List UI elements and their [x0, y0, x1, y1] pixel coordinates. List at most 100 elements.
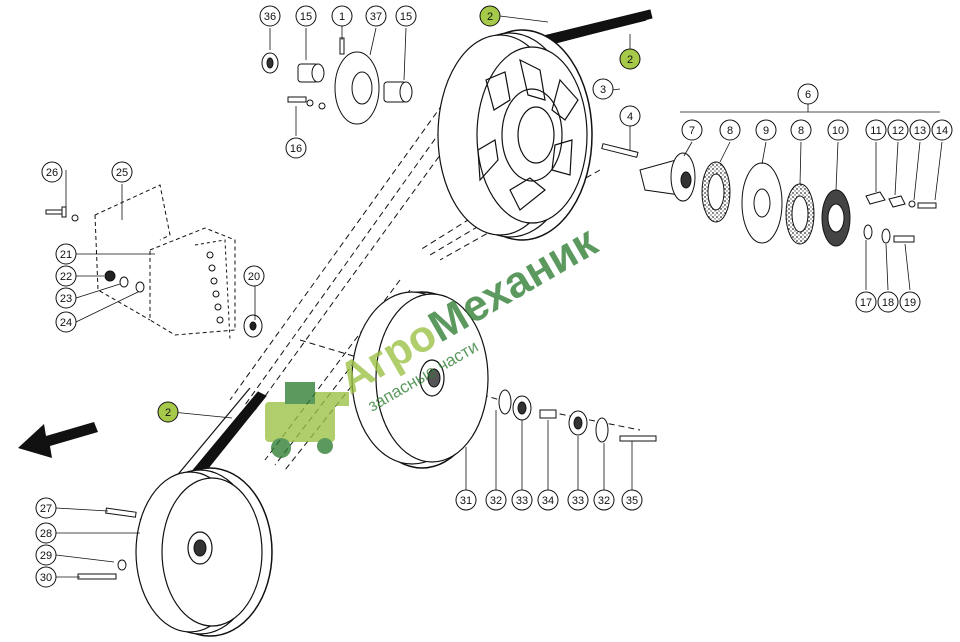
callout-label: 2 [627, 54, 633, 66]
callout-label: 6 [805, 89, 811, 101]
callout-36: 36 [259, 5, 281, 27]
callout-circle [479, 5, 501, 27]
left-hardware [45, 206, 263, 338]
callout-18: 18 [877, 291, 899, 313]
callout-circle [899, 291, 921, 313]
callout-2: 2 [619, 48, 641, 70]
callout-circle [537, 489, 559, 511]
callout-35: 35 [621, 489, 643, 511]
callout-circle [55, 265, 77, 287]
callout-circle [681, 119, 703, 141]
callout-circle [593, 489, 615, 511]
callout-37: 37 [365, 5, 387, 27]
callout-circle [243, 265, 265, 287]
callout-34: 34 [537, 489, 559, 511]
top-hub-parts [261, 37, 413, 125]
callout-label: 27 [40, 503, 52, 515]
callout-21: 21 [55, 243, 77, 265]
callout-circle [111, 161, 133, 183]
callout-23: 23 [55, 287, 77, 309]
callout-circle [55, 311, 77, 333]
callout-17: 17 [855, 291, 877, 313]
callout-8: 8 [719, 119, 741, 141]
callout-7: 7 [681, 119, 703, 141]
callout-2: 2 [157, 401, 179, 423]
callout-32: 32 [485, 489, 507, 511]
callout-label: 35 [626, 495, 638, 507]
callout-circle [877, 291, 899, 313]
callout-label: 17 [860, 297, 872, 309]
callout-circle [755, 119, 777, 141]
axle-parts [77, 389, 657, 580]
callout-15: 15 [295, 5, 317, 27]
callout-label: 21 [60, 249, 72, 261]
callout-31: 31 [455, 489, 477, 511]
callout-8: 8 [790, 119, 812, 141]
callout-circle [855, 291, 877, 313]
callout-circle [592, 78, 614, 100]
bracket-assembly [94, 184, 236, 341]
callout-15: 15 [395, 5, 417, 27]
callout-circle [55, 287, 77, 309]
callout-20: 20 [243, 265, 265, 287]
callout-circle [35, 544, 57, 566]
callout-2: 2 [479, 5, 501, 27]
callout-circle [827, 119, 849, 141]
callout-circle [285, 137, 307, 159]
direction-arrow [18, 422, 98, 458]
callout-circle [790, 119, 812, 141]
callout-label: 18 [882, 297, 894, 309]
callout-10: 10 [827, 119, 849, 141]
callout-label: 4 [627, 111, 633, 123]
callout-22: 22 [55, 265, 77, 287]
callout-circle [619, 48, 641, 70]
callout-label: 30 [40, 572, 52, 584]
callout-circle [931, 119, 953, 141]
callout-circle [511, 489, 533, 511]
callout-label: 29 [40, 550, 52, 562]
callout-label: 23 [60, 293, 72, 305]
callout-label: 2 [165, 407, 171, 419]
callout-28: 28 [35, 522, 57, 544]
callout-33: 33 [511, 489, 533, 511]
callout-25: 25 [111, 161, 133, 183]
callout-24: 24 [55, 311, 77, 333]
callout-13: 13 [909, 119, 931, 141]
callout-circle [35, 522, 57, 544]
callout-3: 3 [592, 78, 614, 100]
callout-label: 20 [248, 271, 260, 283]
callout-circle [887, 119, 909, 141]
callout-circle [331, 5, 353, 27]
callout-circle [35, 566, 57, 588]
callout-circle [395, 5, 417, 27]
callout-16: 16 [285, 137, 307, 159]
callout-11: 11 [865, 119, 887, 141]
callout-label: 8 [727, 125, 733, 137]
callout-6: 6 [797, 83, 819, 105]
lower-pulley [135, 467, 273, 637]
callout-label: 25 [116, 167, 128, 179]
callout-label: 7 [689, 125, 695, 137]
callout-label: 32 [490, 495, 502, 507]
callout-circle [157, 401, 179, 423]
callout-circle [295, 5, 317, 27]
callout-circle [35, 497, 57, 519]
callout-label: 19 [904, 297, 916, 309]
callout-circle [621, 489, 643, 511]
callout-label: 33 [572, 495, 584, 507]
callout-label: 22 [60, 271, 72, 283]
callout-circle [567, 489, 589, 511]
callout-27: 27 [35, 497, 57, 519]
callout-label: 14 [936, 125, 948, 137]
harvester-logo [265, 382, 349, 458]
callout-29: 29 [35, 544, 57, 566]
callout-circle [485, 489, 507, 511]
callout-14: 14 [931, 119, 953, 141]
callout-1: 1 [331, 5, 353, 27]
upper-pulley [437, 29, 593, 241]
callout-circle [797, 83, 819, 105]
callout-label: 32 [598, 495, 610, 507]
callout-label: 15 [400, 11, 412, 23]
